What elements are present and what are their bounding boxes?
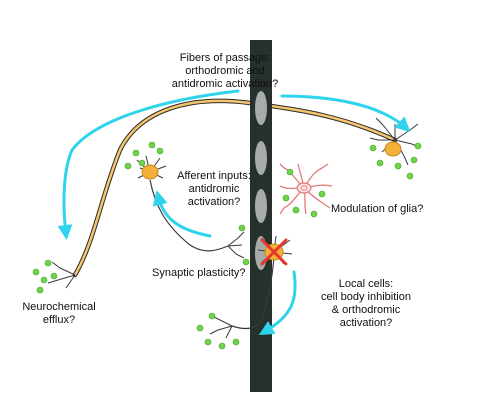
neurotransmitter-dot-icon — [148, 141, 156, 149]
inhibition-x-icon — [260, 238, 288, 266]
electrode-contact — [255, 91, 267, 125]
neurotransmitter-dot-icon — [50, 272, 58, 280]
target-neuron — [369, 117, 421, 166]
arrows — [57, 89, 411, 335]
neurotransmitter-dot-icon — [369, 144, 377, 152]
arrow-icon — [258, 270, 297, 335]
label-synaptic-plasticity: Synaptic plasticity? — [152, 267, 246, 279]
neurotransmitter-dot-icon — [232, 338, 240, 346]
label-afferent-inputs: Afferent inputs: antidromic activation? — [177, 170, 251, 208]
neuron-soma — [141, 164, 159, 180]
arrow-icon — [280, 94, 411, 133]
neurotransmitter-dot-icon — [40, 276, 48, 284]
neurotransmitter-dot-icon — [132, 149, 140, 157]
neurotransmitter-dot-icon — [208, 312, 216, 320]
neurotransmitter-dot-icon — [282, 194, 290, 202]
neurotransmitter-dot-icon — [286, 168, 294, 176]
neurotransmitter-dot-icon — [36, 286, 44, 294]
neurotransmitter-dot-icon — [414, 142, 422, 150]
neurotransmitter-dot-icon — [310, 210, 318, 218]
neurotransmitter-dot-icon — [32, 268, 40, 276]
neurotransmitter-dot-icon — [410, 156, 418, 164]
neurotransmitter-dot-icon — [124, 162, 132, 170]
neurotransmitter-dot-icon — [318, 190, 326, 198]
neurotransmitter-dot-icon — [242, 258, 250, 266]
label-fibers-of-passage: Fibers of passage: orthodromic and antid… — [171, 52, 279, 90]
label-neurochemical-efflux: Neurochemical efflux? — [22, 301, 96, 326]
local-cell — [209, 235, 293, 339]
electrode-contact — [255, 189, 267, 223]
electrode-contact — [255, 141, 267, 175]
arrow-icon — [57, 89, 240, 240]
label-local-cells: Local cells: cell body inhibition & orth… — [321, 278, 411, 329]
neurotransmitter-dot-icon — [204, 338, 212, 346]
neurotransmitter-dot-icon — [156, 147, 164, 155]
neurotransmitter-dot-icon — [218, 342, 226, 350]
neurotransmitter-dot-icon — [394, 162, 402, 170]
neurotransmitter-dot-icon — [292, 206, 300, 214]
neurotransmitter-dot-icon — [138, 159, 146, 167]
neurotransmitter-dot-icon — [44, 259, 52, 267]
electrode-icon — [250, 40, 272, 392]
neuron-soma — [384, 141, 402, 157]
neurotransmitter-dot-icon — [406, 172, 414, 180]
neurotransmitter-dots — [32, 141, 422, 350]
fiber-of-passage — [72, 98, 398, 278]
neurotransmitter-dot-icon — [376, 159, 384, 167]
label-modulation-of-glia: Modulation of glia? — [331, 203, 424, 215]
astrocyte-icon — [279, 163, 333, 215]
neurotransmitter-dot-icon — [196, 324, 204, 332]
efflux-terminal — [47, 261, 76, 289]
arrow-icon — [152, 190, 212, 238]
neurotransmitter-dot-icon — [238, 224, 246, 232]
